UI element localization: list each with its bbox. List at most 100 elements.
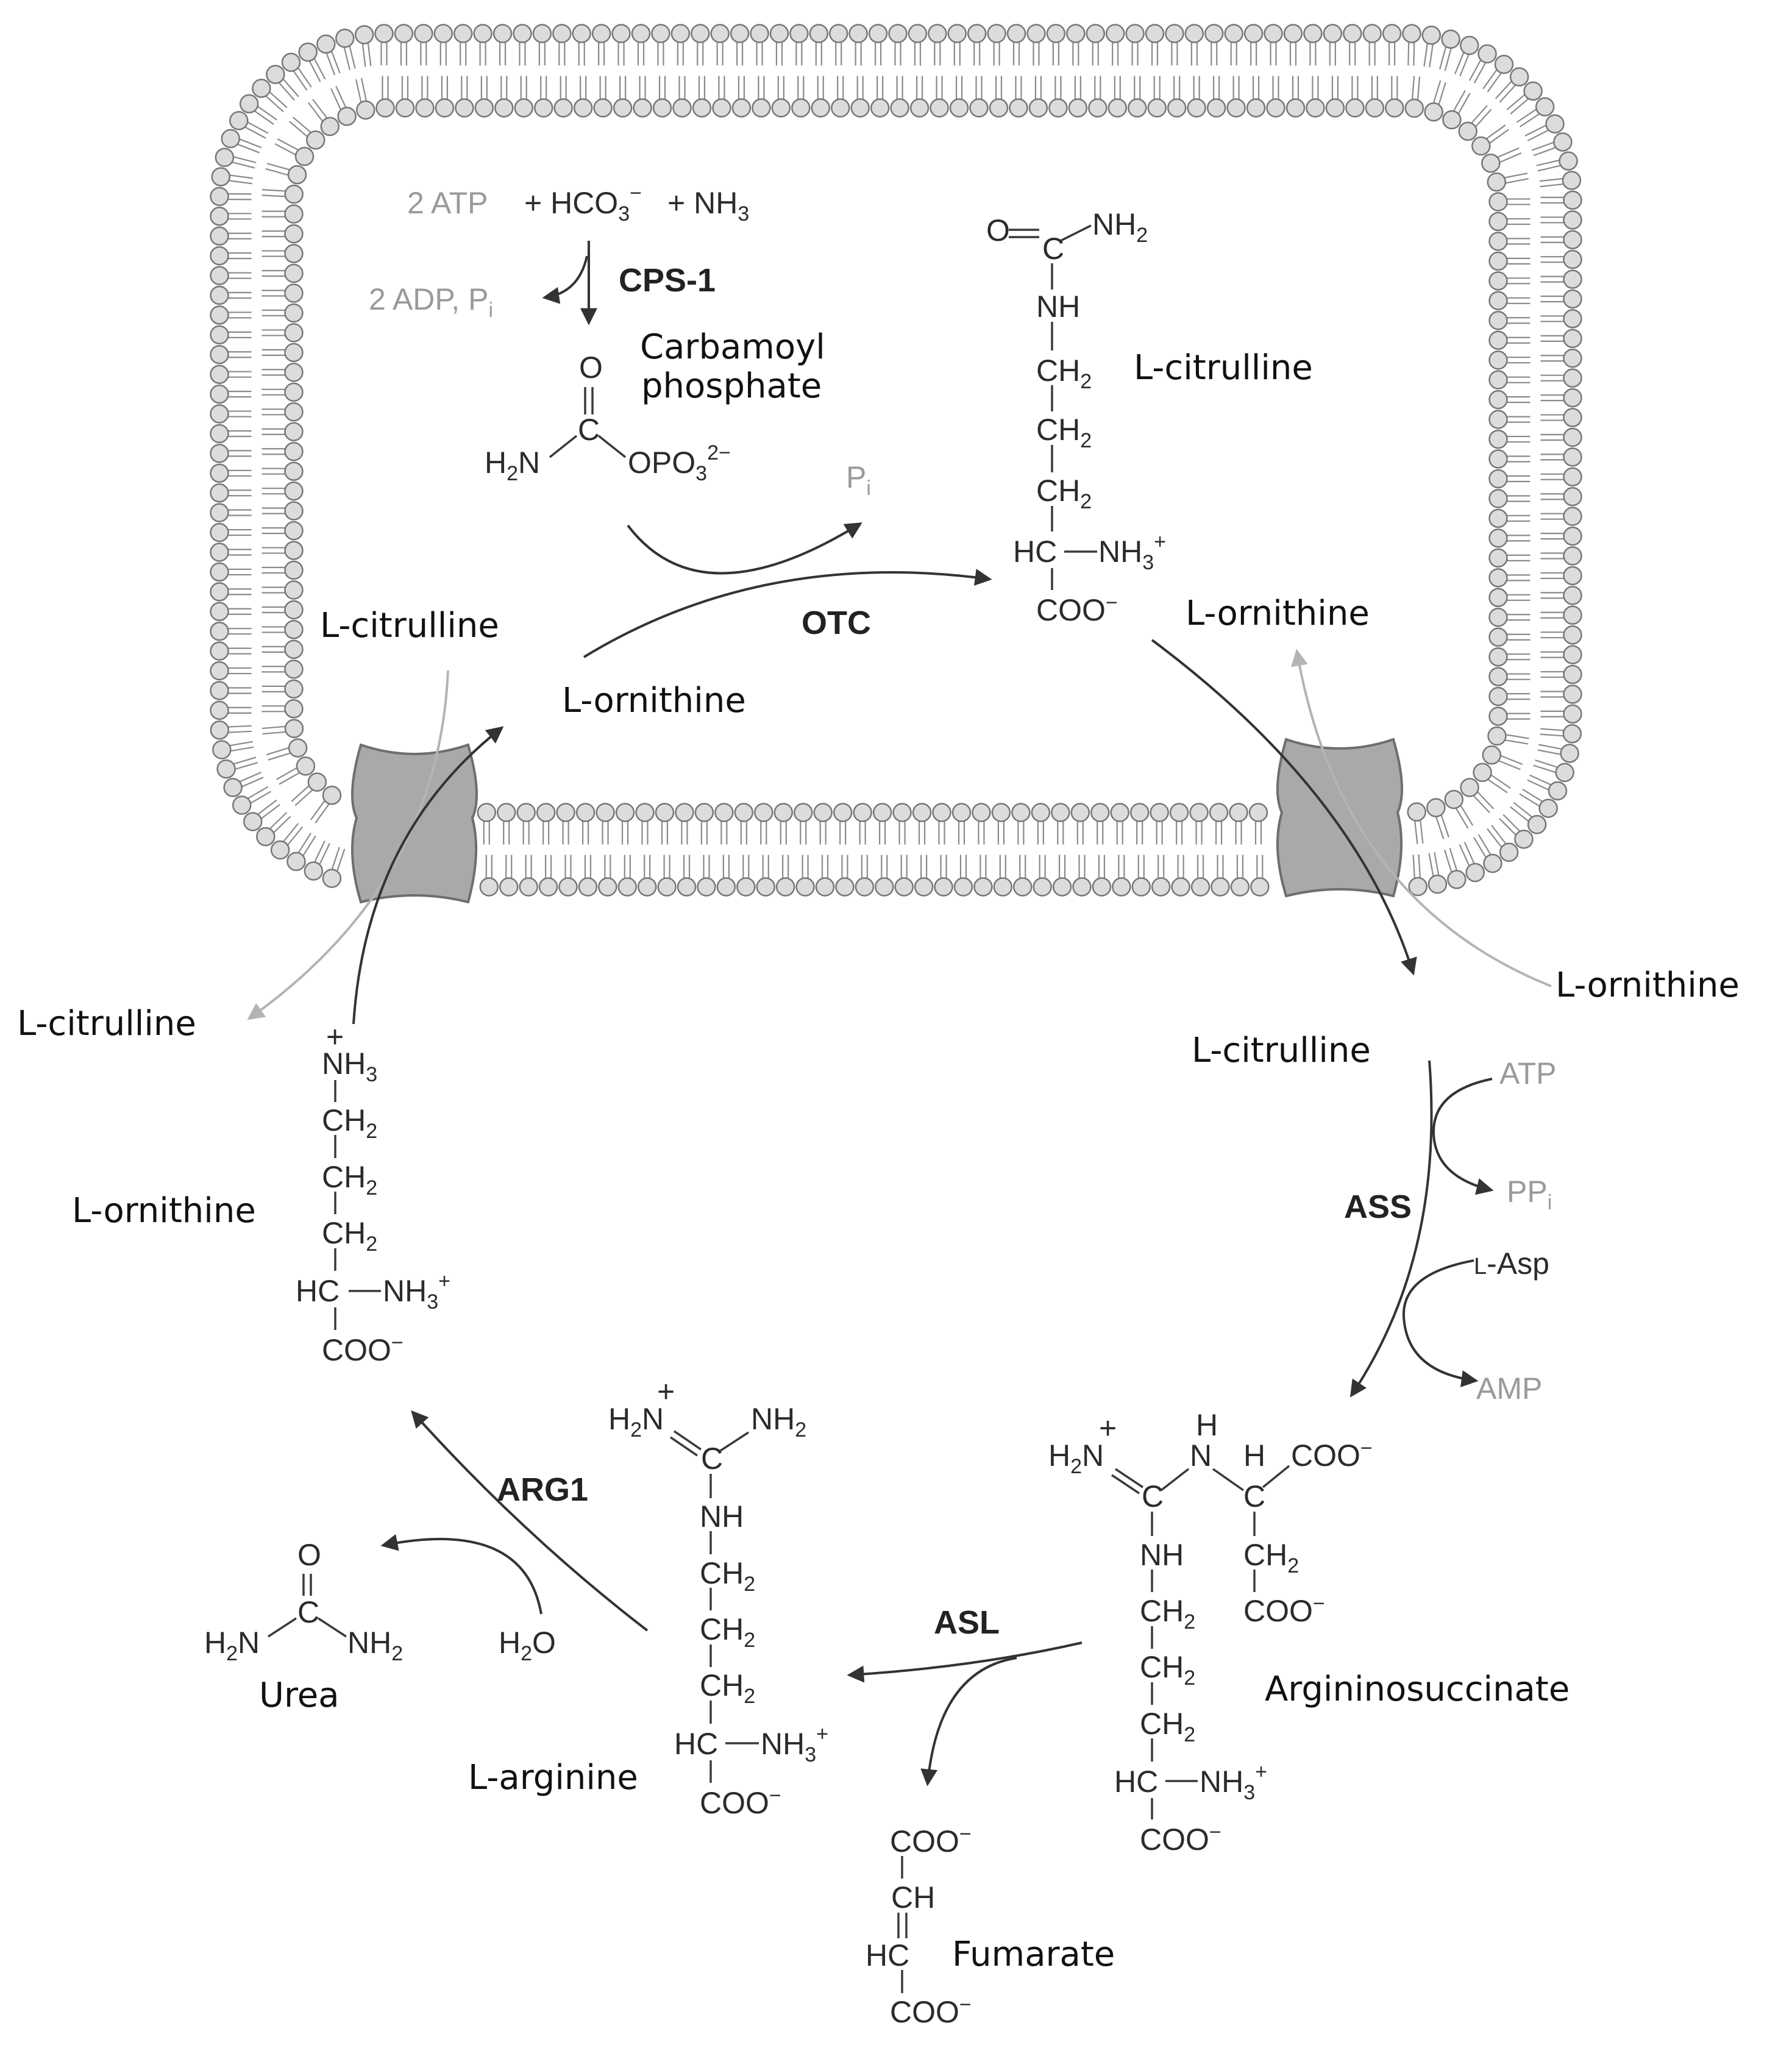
svg-text:CH2: CH2 [1140, 1707, 1195, 1746]
lipid-head [1509, 67, 1529, 87]
lipid-head [266, 65, 285, 84]
svg-text:O: O [579, 350, 603, 385]
svg-text:HC: HC [674, 1727, 718, 1761]
lipid-head [1283, 24, 1303, 43]
lipid-tail [1468, 60, 1482, 81]
lipid-head [1209, 803, 1229, 822]
lipid-tail [1449, 848, 1457, 871]
lipid-tail [1423, 43, 1428, 67]
pi-release: Pi [846, 460, 871, 500]
lipid-head [1548, 781, 1568, 801]
lipid-tail [293, 71, 308, 91]
water: H2O [499, 1626, 556, 1665]
lipid-tail [314, 841, 325, 862]
lipid-head [210, 246, 229, 266]
asp-amp-arrow [1402, 1259, 1479, 1387]
lipid-tail [1538, 744, 1562, 750]
lipid-head [573, 98, 593, 118]
lipid-tail [1428, 853, 1434, 876]
carbamoyl-phosphate-label-2: phosphate [641, 366, 822, 406]
lipid-head [1488, 706, 1508, 726]
lipid-head [479, 877, 499, 897]
urea-release-arrow [380, 1534, 542, 1615]
lipid-head [239, 94, 259, 114]
lipid-tail [273, 816, 291, 833]
lipid-tail [1513, 802, 1532, 818]
svg-text:H: H [1243, 1438, 1265, 1473]
lipid-head [1535, 97, 1555, 117]
lipid-head [221, 129, 241, 149]
lipid-tail [1477, 834, 1492, 855]
lipid-head [1165, 24, 1184, 43]
lipid-head [1488, 350, 1508, 370]
lipid-tail [1482, 69, 1498, 90]
lipid-head [1499, 842, 1519, 862]
carbamoyl-phosphate-structure: O C H2N OPO32− [485, 350, 731, 485]
svg-text:NH3+: NH3+ [1200, 1760, 1267, 1804]
lipid-head [210, 522, 229, 542]
lipid-head [1563, 230, 1582, 249]
lipid-head [987, 24, 1006, 43]
lipid-head [322, 786, 342, 805]
lipid-tail [1505, 739, 1529, 745]
lipid-head [655, 803, 675, 822]
lipid-head [731, 98, 752, 118]
ass-enzyme: ASS [1344, 1189, 1412, 1225]
lipid-tail [1519, 113, 1540, 128]
ornithine-import-arrow-right [1291, 649, 1552, 987]
lipid-tail [262, 731, 286, 735]
lipid-head [813, 803, 833, 822]
lipid-tail [233, 156, 257, 163]
lipid-tail [240, 772, 261, 783]
svg-text:HC: HC [296, 1274, 340, 1308]
lipid-head [1147, 98, 1167, 118]
lipid-tail [1438, 82, 1446, 105]
lipid-head [532, 24, 552, 43]
svg-text:CH2: CH2 [700, 1556, 755, 1596]
lipid-tail [1414, 820, 1418, 844]
lipid-head [835, 877, 855, 897]
lipid-tail [1510, 98, 1529, 115]
lipid-head [306, 130, 325, 150]
lipid-head [1563, 526, 1582, 546]
lipid-tail [262, 189, 286, 192]
cps1-enzyme: CPS-1 [619, 262, 716, 299]
lipid-head [335, 28, 355, 48]
svg-text:CH2: CH2 [1036, 354, 1092, 393]
lipid-tail [1418, 854, 1421, 878]
svg-text:C: C [1142, 1479, 1164, 1513]
svg-text:+: + [1099, 1411, 1117, 1445]
lipid-head [284, 441, 304, 461]
lipid-head [356, 100, 375, 120]
lipid-head [1224, 24, 1243, 43]
lipid-head [354, 25, 374, 44]
svg-text:H2N: H2N [1048, 1438, 1104, 1478]
svg-text:NH: NH [1140, 1538, 1184, 1572]
lipid-head [1128, 98, 1147, 118]
lipid-head [1488, 627, 1508, 647]
lipid-head [969, 98, 989, 118]
lipid-tail [287, 826, 304, 845]
lipid-head [284, 660, 304, 679]
lipid-head [1488, 410, 1508, 429]
lipid-tail [282, 79, 299, 98]
lipid-head [281, 52, 301, 72]
lipid-head [771, 98, 791, 118]
svg-text:NH: NH [700, 1499, 744, 1534]
lipid-tail [1455, 808, 1469, 829]
svg-text:COO−: COO− [322, 1331, 404, 1367]
lipid-head [1488, 568, 1508, 588]
lipid-head [1211, 877, 1230, 897]
ornithine-mito-left-label: L-ornithine [562, 681, 746, 720]
lipid-head [967, 24, 987, 43]
lipid-head [1488, 429, 1508, 449]
lipid-head [1325, 98, 1345, 118]
lipid-tail [1463, 842, 1475, 864]
lipid-head [769, 24, 789, 43]
lipid-head [1563, 388, 1582, 408]
lipid-head [538, 877, 558, 897]
lipid-tail [1420, 820, 1424, 844]
lipid-head [210, 226, 229, 246]
otc-arrow [583, 569, 992, 658]
ppi: PPi [1507, 1175, 1552, 1214]
